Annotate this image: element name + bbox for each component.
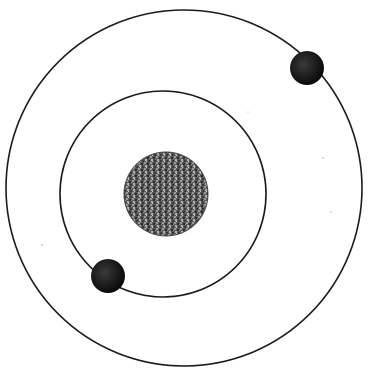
nucleus [124, 152, 208, 236]
electron-outer-shell [290, 51, 324, 85]
electron-inner-shell [91, 259, 125, 293]
